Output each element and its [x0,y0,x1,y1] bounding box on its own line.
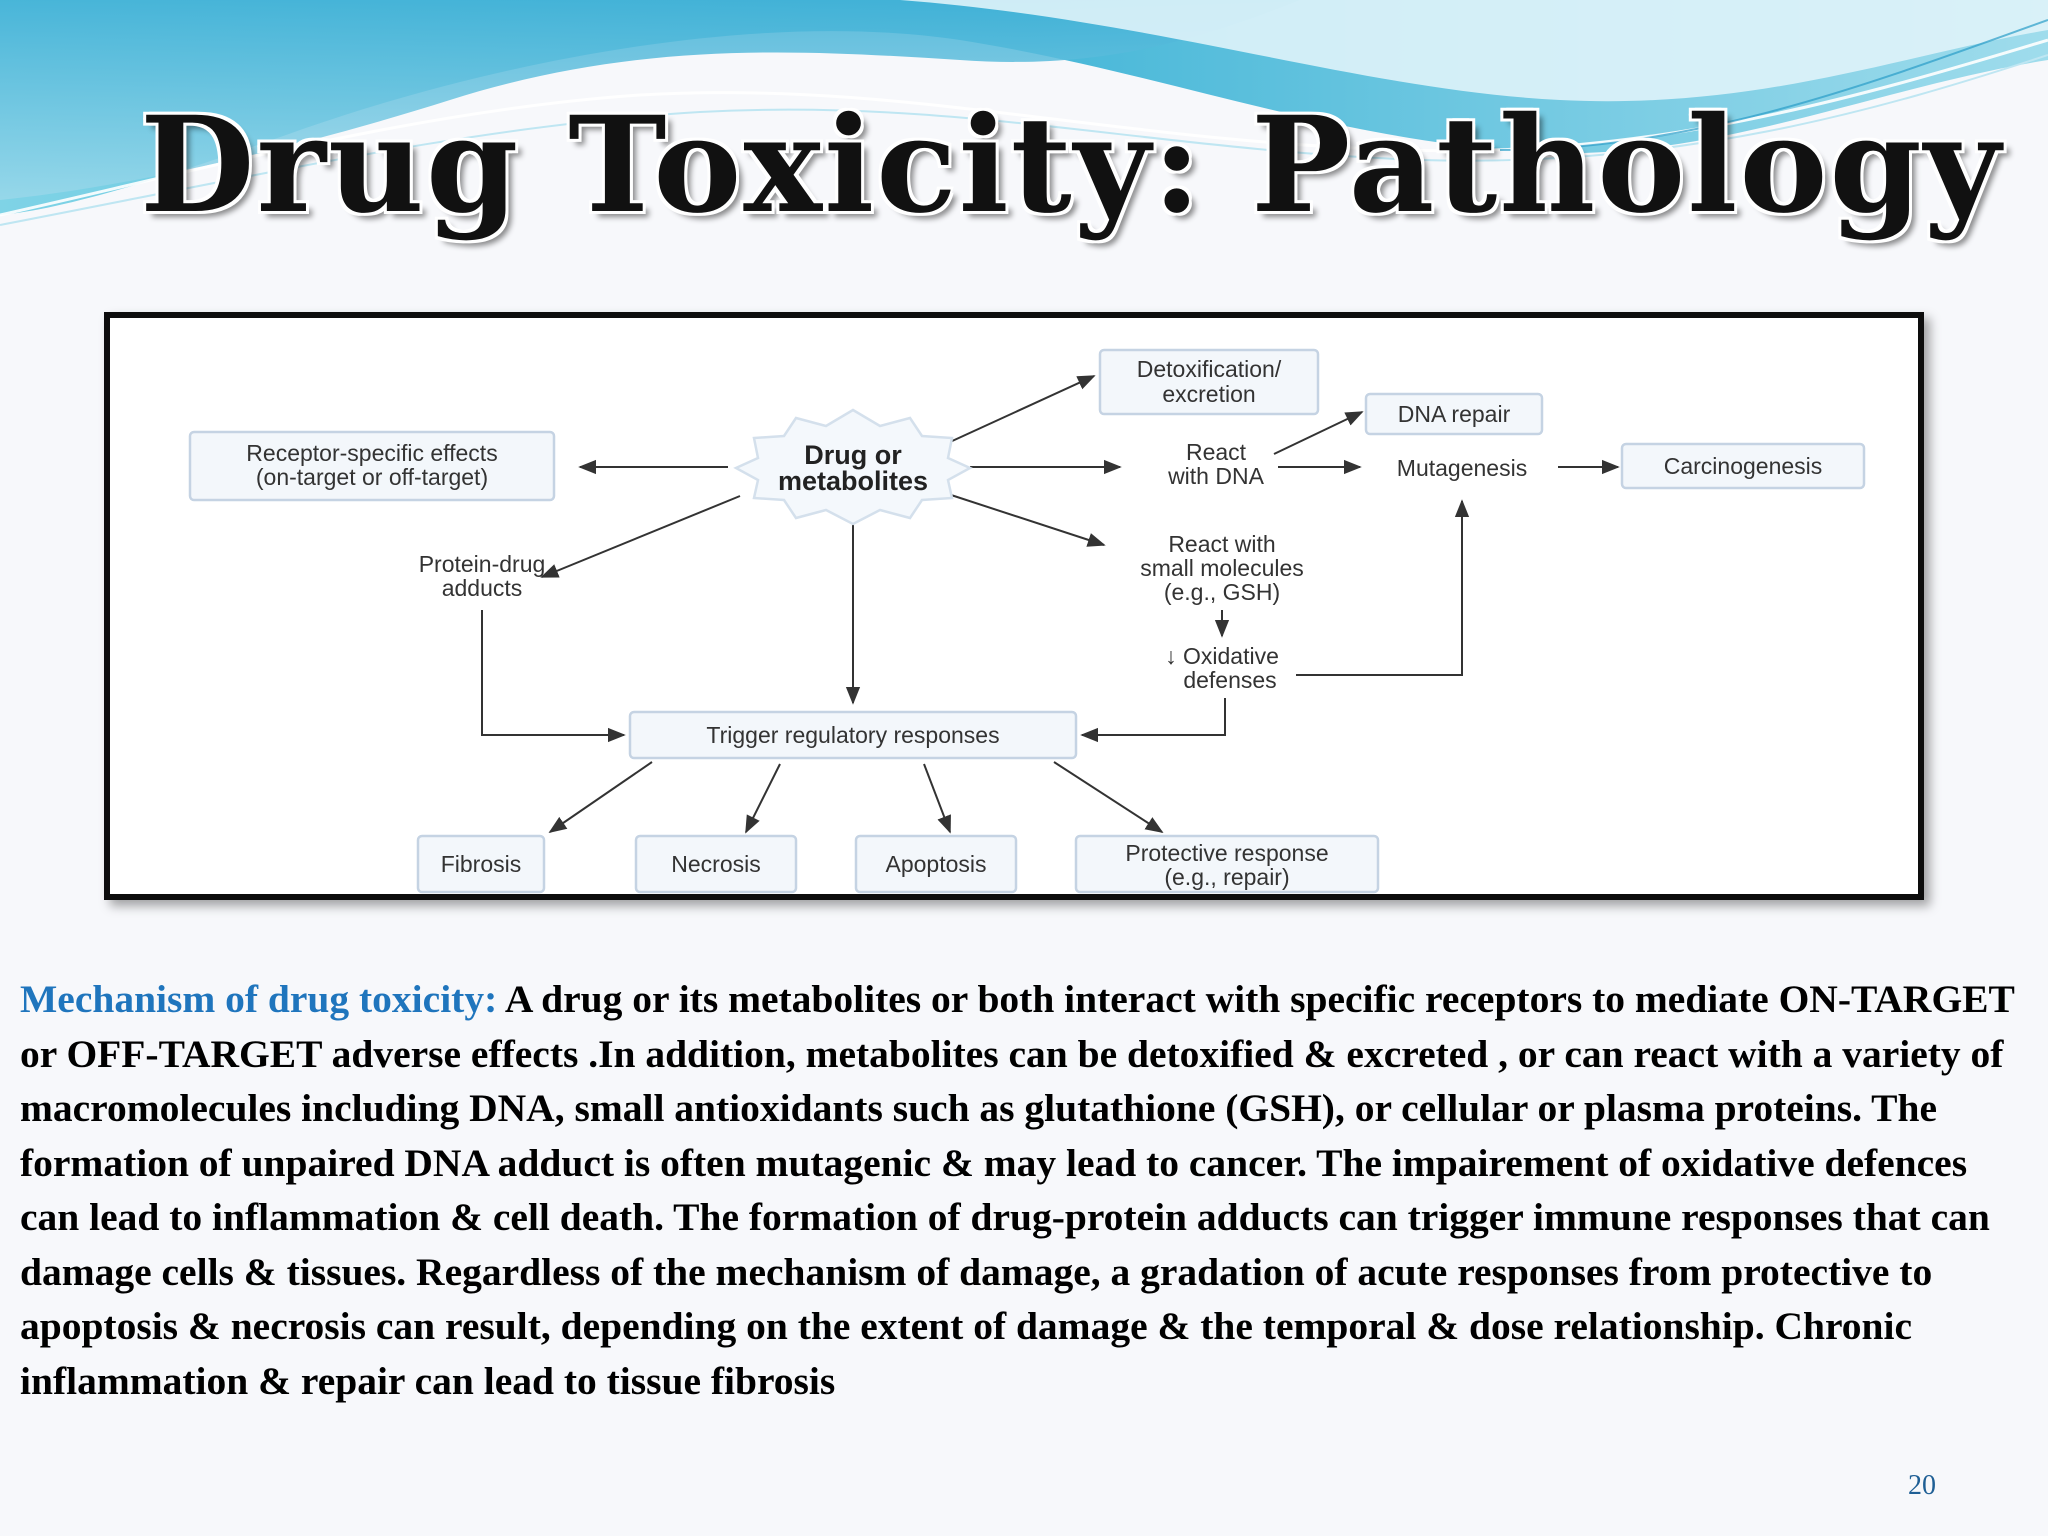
arrow-to-fibrosis [548,761,653,834]
node-carcinogenesis: Carcinogenesis [1620,442,1866,490]
node-drug-metabolites: Drug or metabolites [733,408,973,526]
receptor-label-line1: Receptor-specific effects [246,440,497,466]
node-dna-repair: DNA repair [1364,392,1544,436]
detox-label-line2: excretion [1162,381,1255,407]
starburst-shape [733,408,973,526]
node-trigger-responses: Trigger regulatory responses [628,710,1078,760]
center-label-line2: metabolites [778,466,928,496]
arrow-to-protective [1053,761,1164,833]
apoptosis-label: Apoptosis [885,851,986,877]
diagram-frame: Drug or metabolites Receptor-specific ef… [104,312,1924,900]
oxidative-line2: defenses [1183,667,1276,693]
node-protein-adducts: Protein-drug adducts [419,551,546,601]
arrow-oxidative-to-mutagenesis [1296,499,1470,676]
body-paragraph: Mechanism of drug toxicity: A drug or it… [20,972,2030,1408]
necrosis-label: Necrosis [671,851,760,877]
fibrosis-label: Fibrosis [441,851,522,877]
arrow-to-detox [949,375,1096,443]
background-waves [0,0,2048,226]
diagram-arrows [481,375,1620,834]
react-small-line3: (e.g., GSH) [1164,579,1280,605]
node-apoptosis: Apoptosis [854,834,1018,894]
detox-label-line1: Detoxification/ [1137,356,1282,382]
body-label: Mechanism of drug toxicity: [20,977,498,1021]
react-small-line1: React with [1168,531,1275,557]
node-oxidative-defenses: ↓ Oxidative defenses [1165,643,1279,693]
node-mutagenesis: Mutagenesis [1397,455,1527,481]
node-receptor-effects: Receptor-specific effects (on-target or … [188,430,556,502]
dna-repair-label: DNA repair [1398,401,1511,427]
arrow-adducts-to-trigger [481,610,626,743]
adducts-line1: Protein-drug [419,551,546,577]
node-detoxification: Detoxification/ excretion [1098,348,1320,416]
body-text: A drug or its metabolites or both intera… [20,977,2015,1403]
node-fibrosis: Fibrosis [416,834,546,894]
arrow-oxidative-to-trigger [1080,698,1226,743]
arrow-to-necrosis [745,763,781,834]
mutagenesis-label: Mutagenesis [1397,455,1527,481]
arrow-to-protein-adducts [540,495,741,578]
react-small-line2: small molecules [1140,555,1304,581]
page-number: 20 [1908,1470,1936,1501]
arrow-to-apoptosis [923,763,951,834]
center-label-line1: Drug or [804,440,902,470]
adducts-line2: adducts [442,575,523,601]
trigger-label: Trigger regulatory responses [706,722,999,748]
receptor-label-line2: (on-target or off-target) [256,464,488,490]
carcinogenesis-label: Carcinogenesis [1664,453,1823,479]
react-dna-line1: React [1186,439,1247,465]
protective-line1: Protective response [1125,840,1328,866]
oxidative-line1: ↓ Oxidative [1165,643,1279,669]
node-react-dna: React with DNA [1167,439,1265,489]
node-protective-response: Protective response (e.g., repair) [1074,834,1380,894]
node-react-small-molecules: React with small molecules (e.g., GSH) [1140,531,1304,605]
node-necrosis: Necrosis [634,834,798,894]
arrow-to-dna-repair [1273,411,1364,455]
toxicity-pathway-diagram: Drug or metabolites Receptor-specific ef… [188,348,1866,894]
slide-title: Drug Toxicity: Pathology [140,88,2003,243]
protective-line2: (e.g., repair) [1164,864,1289,890]
react-dna-line2: with DNA [1167,463,1265,489]
arrow-to-react-small [947,493,1106,547]
